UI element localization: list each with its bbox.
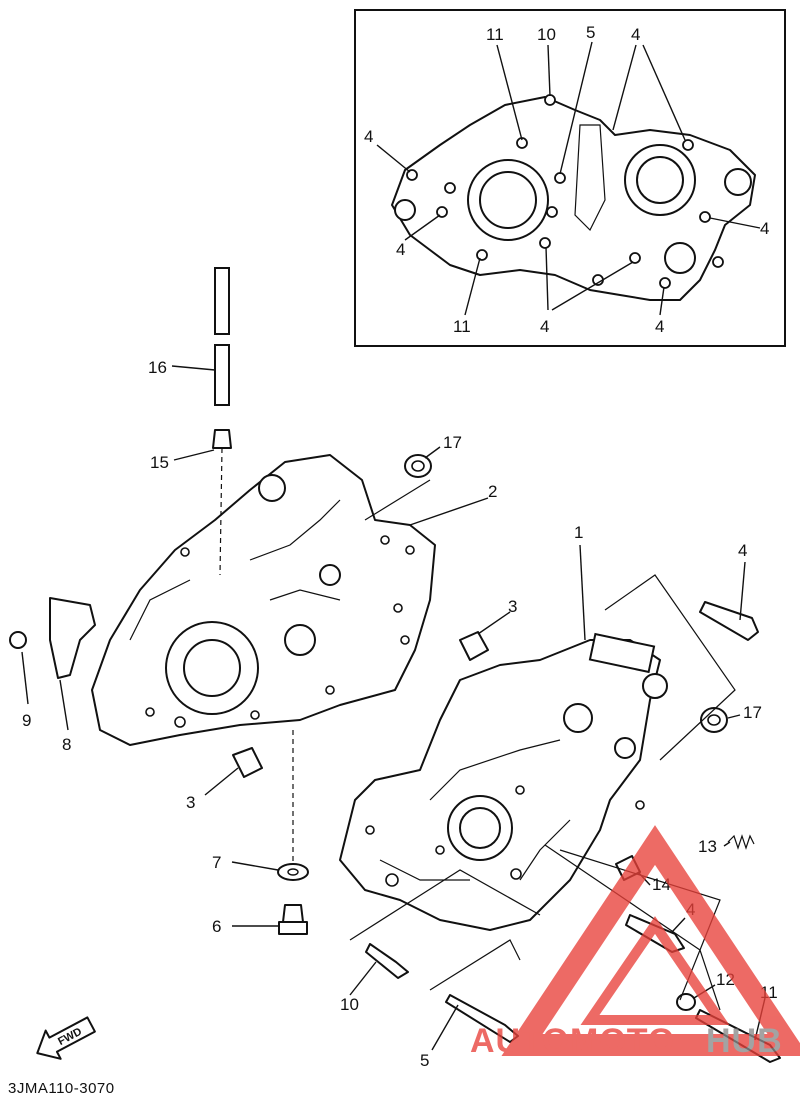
left-crankcase-boss-3 — [319, 564, 341, 586]
inset-callout-4-bottom-mid: 4 — [540, 317, 549, 336]
nipple-fitting — [212, 429, 232, 449]
right-crankcase-holes — [365, 785, 645, 887]
assembly-guides — [349, 479, 736, 1011]
spring — [727, 834, 755, 850]
callout-8: 8 — [62, 735, 71, 754]
callout-4-bolt: 4 — [738, 541, 747, 560]
drain-bolt — [278, 904, 308, 935]
inset-callout-11a: 11 — [486, 25, 504, 44]
watermark-triangle-inner — [580, 916, 730, 1025]
callout-2: 2 — [488, 482, 497, 501]
inset-callout-5: 5 — [586, 23, 595, 42]
inset-bolt-holes — [406, 94, 724, 289]
bolt-10 — [365, 943, 409, 979]
right-crankcase-rib — [379, 739, 571, 881]
right-crankcase — [339, 632, 668, 931]
inset-callout-4-left: 4 — [364, 127, 373, 146]
callout-15: 15 — [150, 453, 169, 472]
callout-16: 16 — [148, 358, 167, 377]
watermark-text-moto: MOTO — [570, 1022, 675, 1060]
right-crankcase-bore-inner — [459, 807, 501, 849]
callout-6: 6 — [212, 917, 221, 936]
watermark-triangle-outer — [501, 825, 800, 1056]
inset-small-bore-left — [394, 199, 416, 221]
left-crankcase-bore-inner — [183, 639, 241, 697]
pipe-segment-top — [214, 267, 230, 335]
inset-small-bore-right — [724, 168, 752, 196]
bracket — [49, 597, 96, 679]
inset-callout-10: 10 — [537, 25, 556, 44]
inset-callout-4-right: 4 — [760, 219, 769, 238]
bolt-4-upper — [699, 601, 759, 641]
oil-seal-right-inner — [707, 714, 721, 726]
inset-secondary-bore-inner — [636, 156, 684, 204]
reference-code: 3JMA110-3070 — [8, 1080, 115, 1097]
left-crankcase-rib — [129, 499, 341, 641]
callout-7: 7 — [212, 853, 221, 872]
inset-center-rib — [574, 124, 606, 232]
watermark-text-auto: AUTO — [470, 1022, 570, 1060]
left-crankcase — [91, 454, 436, 746]
left-crankcase-holes — [145, 535, 415, 728]
watermark-logo: AUTO MOTO HUB — [470, 825, 800, 1060]
main-leaders — [21, 365, 766, 1051]
callout-10: 10 — [340, 995, 359, 1014]
inset-callout-4-bottom-right: 4 — [655, 317, 664, 336]
watermark-text-hub: HUB — [706, 1022, 783, 1060]
left-crankcase-boss-2 — [284, 624, 316, 656]
pipe-segment-bottom — [214, 344, 230, 406]
callout-3-lower: 3 — [186, 793, 195, 812]
fwd-arrow: FWD — [36, 1016, 96, 1060]
nipple-axis — [219, 447, 223, 576]
inset-leaders — [376, 41, 761, 316]
inset-lower-bore — [664, 242, 696, 274]
right-crankcase-boss-2 — [642, 673, 668, 699]
callout-17-top: 17 — [443, 433, 462, 452]
inset-main-bore-inner — [479, 171, 537, 229]
screw-head — [9, 631, 27, 649]
inset-callout-11-bottom: 11 — [453, 317, 471, 336]
callout-13: 13 — [698, 837, 717, 856]
left-crankcase-boss — [258, 474, 286, 502]
callout-5: 5 — [420, 1051, 429, 1070]
right-crankcase-boss — [563, 703, 593, 733]
dowel-pin-lower — [232, 747, 263, 778]
callout-1: 1 — [574, 523, 583, 542]
inset-view: 11 10 5 4 4 4 4 11 4 4 — [354, 9, 786, 347]
callout-3-upper: 3 — [508, 597, 517, 616]
callout-9: 9 — [22, 711, 31, 730]
right-crankcase-top-block — [588, 632, 656, 674]
washer-12 — [676, 993, 696, 1011]
inset-callout-4-top: 4 — [631, 25, 640, 44]
callout-17-right: 17 — [743, 703, 762, 722]
inset-callout-4-lower-left: 4 — [396, 240, 405, 259]
gasket-washer-hole — [287, 868, 299, 876]
right-crankcase-boss-3 — [614, 737, 636, 759]
oil-seal-top-inner — [411, 460, 425, 472]
dowel-pin-upper — [459, 631, 489, 661]
